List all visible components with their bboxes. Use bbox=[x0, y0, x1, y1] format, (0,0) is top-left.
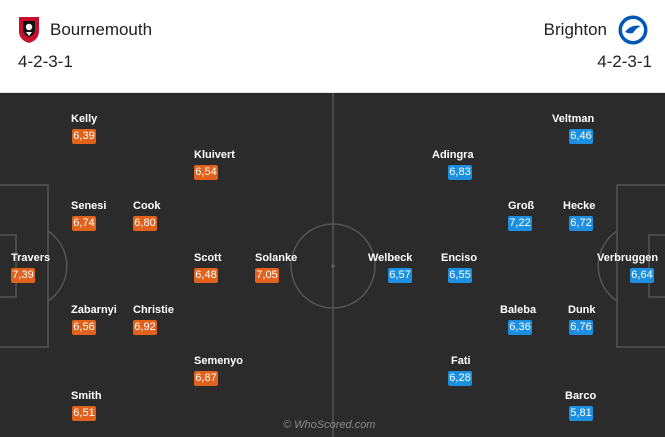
player-rating: 6,83 bbox=[448, 165, 472, 180]
player-rating: 7,05 bbox=[255, 268, 279, 283]
player-rating: 6,87 bbox=[194, 371, 218, 386]
player-rating: 6,51 bbox=[72, 406, 96, 421]
player-name: Barco bbox=[565, 390, 597, 402]
player-rating: 6,80 bbox=[133, 216, 157, 231]
player-rating: 6,64 bbox=[630, 268, 654, 283]
player-name: Dunk bbox=[568, 304, 596, 316]
player-name: Zabarnyi bbox=[71, 304, 117, 316]
pitch: Kelly 6,39 Kluivert 6,54 Senesi 6,74 Coo… bbox=[0, 93, 665, 437]
pitch-markings bbox=[0, 93, 665, 437]
player-rating: 5,81 bbox=[569, 406, 593, 421]
player-rating: 6,72 bbox=[569, 216, 593, 231]
match-header: Bournemouth 4-2-3-1 Brighton 4-2-3-1 bbox=[0, 0, 665, 93]
player-rating: 6,48 bbox=[194, 268, 218, 283]
bournemouth-crest-icon bbox=[19, 17, 39, 43]
player-name: Solanke bbox=[255, 252, 298, 264]
player-name: Semenyo bbox=[194, 355, 243, 367]
player-name: Fati bbox=[451, 355, 471, 367]
player-rating: 6,46 bbox=[569, 129, 593, 144]
player-name: Hecke bbox=[563, 200, 596, 212]
player-rating: 6,28 bbox=[448, 371, 472, 386]
player-name: Veltman bbox=[552, 113, 595, 125]
player-rating: 6,39 bbox=[72, 129, 96, 144]
player-name: Christie bbox=[133, 304, 174, 316]
header-divider bbox=[0, 92, 665, 93]
player-rating: 6,55 bbox=[448, 268, 472, 283]
whoscored-watermark: © WhoScored.com bbox=[283, 419, 376, 431]
player-rating: 6,36 bbox=[508, 320, 532, 335]
away-formation: 4-2-3-1 bbox=[597, 52, 652, 71]
player-name: Enciso bbox=[441, 252, 478, 264]
player-rating: 6,92 bbox=[133, 320, 157, 335]
home-team-name[interactable]: Bournemouth bbox=[50, 20, 153, 39]
player-name: Smith bbox=[71, 390, 102, 402]
player-name: Scott bbox=[194, 252, 222, 264]
player-name: Cook bbox=[133, 200, 161, 212]
away-team-name[interactable]: Brighton bbox=[543, 20, 607, 39]
player-name: Baleba bbox=[500, 304, 537, 316]
player-name: Senesi bbox=[71, 200, 107, 212]
player-name: Kelly bbox=[71, 113, 98, 125]
player-name: Verbruggen bbox=[597, 252, 659, 264]
player-rating: 6,76 bbox=[569, 320, 593, 335]
player-rating: 6,74 bbox=[72, 216, 96, 231]
player-name: Kluivert bbox=[194, 149, 235, 161]
player-rating: 6,54 bbox=[194, 165, 218, 180]
player-name: Travers bbox=[11, 252, 51, 264]
player-name: Adingra bbox=[432, 149, 474, 161]
player-rating: 7,39 bbox=[11, 268, 35, 283]
player-rating: 7,22 bbox=[508, 216, 532, 231]
player-rating: 6,57 bbox=[388, 268, 412, 283]
player-rating: 6,56 bbox=[72, 320, 96, 335]
home-formation: 4-2-3-1 bbox=[18, 52, 73, 71]
player-name: Welbeck bbox=[368, 252, 413, 264]
player-name: Groß bbox=[508, 200, 535, 212]
brighton-crest-icon bbox=[617, 14, 649, 46]
